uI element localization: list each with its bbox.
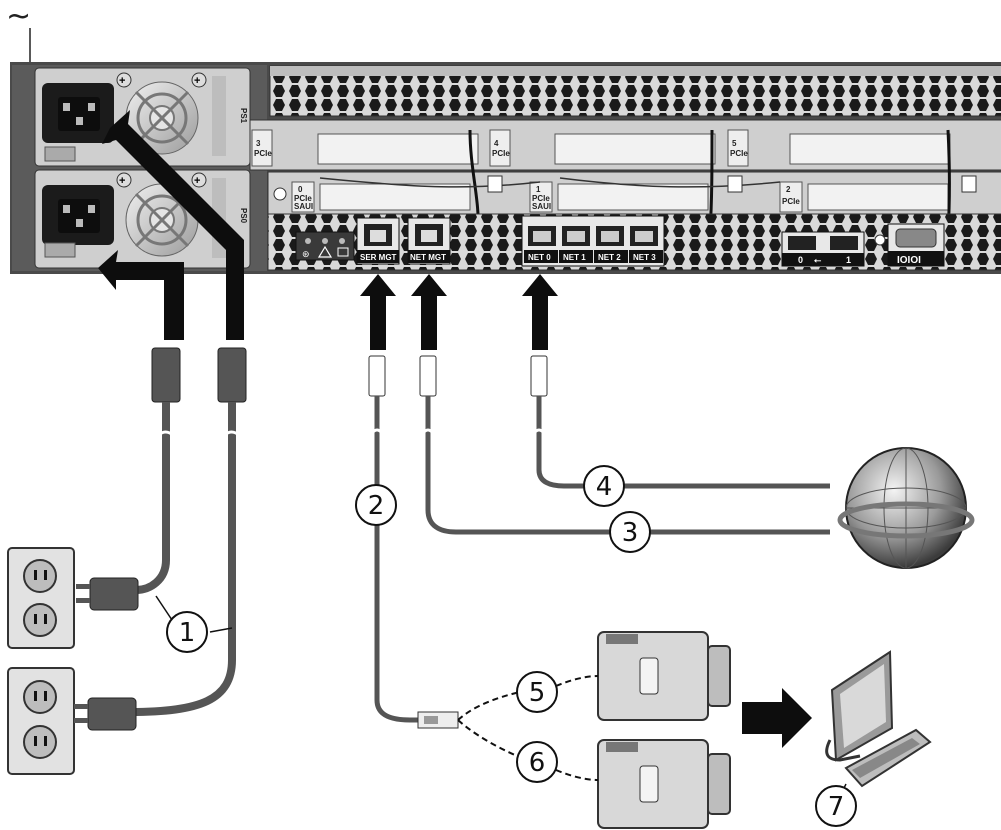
svg-text:7: 7 (828, 792, 845, 822)
svg-text:+: + (119, 175, 125, 187)
svg-text:6: 6 (529, 748, 546, 778)
power-outlet-icon (7, 547, 75, 649)
status-indicators: ⊛ (295, 231, 355, 261)
net-mgt-port: NET MGT (407, 217, 451, 265)
net3-label: NET 3 (633, 253, 656, 262)
svg-text:5: 5 (529, 678, 546, 708)
usb0-label: 0 (798, 255, 803, 265)
power-plug (76, 577, 139, 611)
rj45-plug-icon (368, 355, 548, 397)
svg-text:SAUI: SAUI (532, 202, 551, 211)
callout-5: 5 (516, 671, 599, 713)
serial-mgt-cable (374, 396, 420, 723)
ser-mgt-port: SER MGT (356, 217, 400, 265)
ac-power-icon: ~ (6, 0, 31, 34)
svg-text:5: 5 (732, 139, 737, 148)
power-plug (74, 697, 137, 731)
svg-text:PCIe: PCIe (532, 194, 550, 203)
callout-3: 3 (609, 511, 651, 553)
net-ports: NET 0 NET 1 NET 2 NET 3 (521, 215, 665, 267)
svg-text:PCIe: PCIe (492, 149, 510, 158)
pcie-slot-3: 3 PCIe (251, 129, 479, 167)
globe-icon (837, 447, 975, 569)
callout-6: 6 (516, 741, 599, 783)
svg-text:SAUI: SAUI (294, 202, 313, 211)
power-supply-ps1: + + PS1 (34, 67, 251, 167)
power-cord-2 (129, 347, 247, 716)
svg-text:4: 4 (596, 472, 613, 502)
svg-text:2: 2 (368, 491, 385, 521)
server-rear-panel: + + PS1 + + PS0 (10, 62, 1001, 274)
svg-text:PCIe: PCIe (730, 149, 748, 158)
db9-adapter-icon (597, 631, 731, 721)
svg-text:SER MGT: SER MGT (360, 253, 397, 262)
callout-7: 7 (815, 783, 857, 827)
psu-label-ps0: PS0 (239, 208, 248, 224)
svg-text:PCIe: PCIe (782, 197, 800, 206)
svg-text:+: + (119, 75, 125, 87)
arrow-to-terminal (742, 688, 812, 748)
usb-icon: ⭠ (814, 255, 822, 265)
pcie-slot-2: 2 PCIe (779, 181, 949, 213)
pcie-slot-0: 0 PCIe SAUI (273, 181, 471, 213)
svg-text:+: + (194, 175, 200, 187)
svg-text:2: 2 (786, 185, 791, 194)
callout-4: 4 (583, 465, 625, 507)
psu-label-ps1: PS1 (239, 108, 248, 124)
usb-ports: 0 ⭠ 1 (781, 231, 865, 267)
svg-text:3: 3 (622, 518, 639, 548)
svg-text:IOIOI: IOIOI (897, 255, 921, 266)
workstation-icon (825, 650, 932, 788)
svg-text:1: 1 (536, 185, 541, 194)
net2-label: NET 2 (598, 253, 621, 262)
serial-port: IOIOI (887, 223, 945, 267)
power-cord-1 (135, 347, 181, 594)
svg-text:PCIe: PCIe (294, 194, 312, 203)
svg-text:4: 4 (494, 139, 499, 148)
pcie-slot-4: 4 PCIe (489, 129, 716, 167)
svg-text:PCIe: PCIe (254, 149, 272, 158)
pcie-slot-5: 5 PCIe (727, 129, 951, 167)
usb1-label: 1 (846, 255, 851, 265)
svg-text:3: 3 (256, 139, 261, 148)
power-arrows (98, 110, 244, 340)
warning-icon (317, 245, 333, 258)
power-outlet-icon (7, 667, 75, 775)
callout-2: 2 (355, 484, 397, 526)
svg-text:⊛: ⊛ (302, 249, 310, 259)
pcie-slot-1: 1 PCIe SAUI (529, 181, 709, 213)
svg-text:NET MGT: NET MGT (410, 253, 446, 262)
net1-label: NET 1 (563, 253, 586, 262)
port-arrows (360, 274, 558, 350)
net0-label: NET 0 (528, 253, 551, 262)
net0-cable (536, 396, 830, 489)
callout-1: 1 (155, 595, 233, 653)
svg-text:+: + (194, 75, 200, 87)
net-mgt-cable (425, 396, 830, 535)
svg-text:1: 1 (179, 618, 196, 648)
svg-text:0: 0 (298, 185, 303, 194)
db9-adapter-icon (597, 739, 731, 829)
